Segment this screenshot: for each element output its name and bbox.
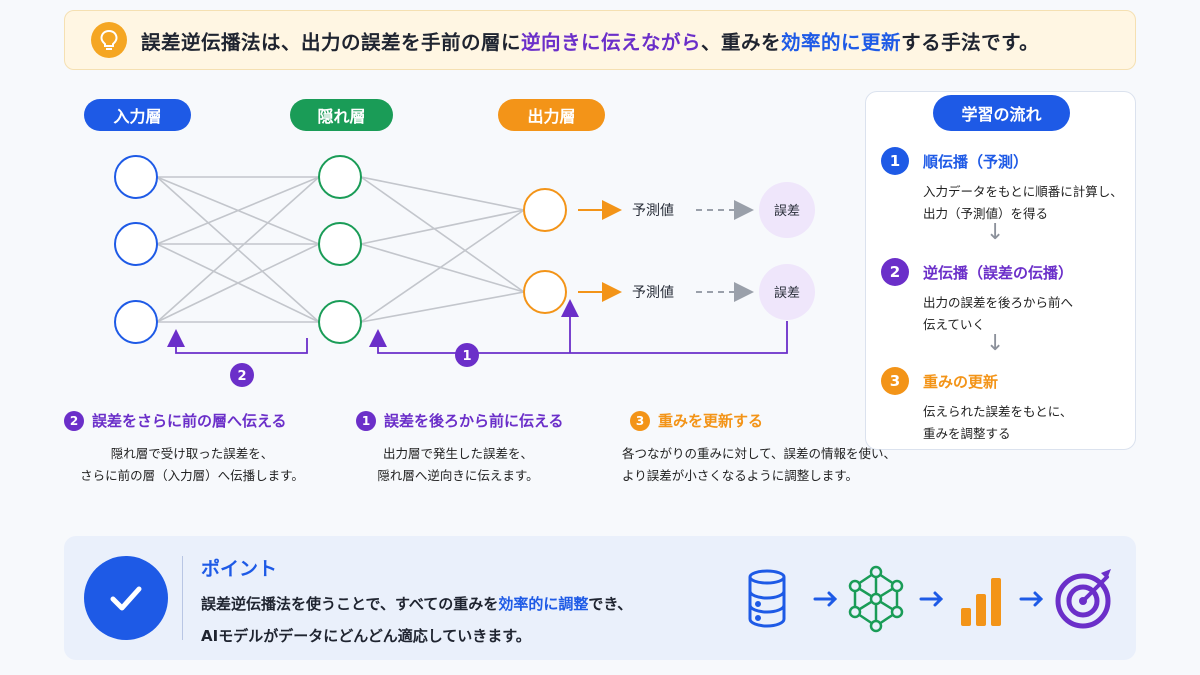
connection-line — [156, 176, 320, 323]
neural-network-diagram: 予測値 予測値 誤差 誤差 1 2 — [114, 155, 815, 387]
error-node — [759, 264, 815, 320]
point-text: 誤差逆伝播法を使うことで、すべての重みを効率的に調整でき、 AIモデルがデータに… — [201, 595, 633, 645]
input-layer-label: 入力層 — [84, 99, 191, 131]
arrow-down-icon: ↓ — [986, 220, 1005, 245]
step-title: 重みの更新 — [923, 373, 999, 391]
arrow-right-icon — [813, 591, 838, 607]
step-badge: 2 — [64, 410, 84, 431]
input-neuron — [114, 300, 158, 344]
connection-line — [360, 176, 525, 293]
prediction-label: 予測値 — [632, 203, 674, 219]
explanation-propagate-to-input: 2 誤差をさらに前の層へ伝える 隠れ層で受け取った誤差を、 さらに前の層（入力層）… — [64, 410, 320, 487]
connection-line — [156, 243, 320, 323]
step-description: 入力データをもとに順番に計算し、 出力（予測値）を得る — [923, 184, 1123, 221]
input-neuron — [114, 222, 158, 266]
explanation-title: 誤差を後ろから前に伝える — [384, 412, 564, 430]
connection-line — [360, 243, 525, 293]
hidden-neuron — [318, 155, 362, 199]
target-icon — [1055, 569, 1111, 629]
step-number: 1 — [881, 147, 909, 175]
step-badge-1 — [455, 343, 479, 367]
point-box: ポイント 誤差逆伝播法を使うことで、すべての重みを効率的に調整でき、 AIモデル… — [64, 536, 1136, 660]
point-title: ポイント — [201, 558, 278, 580]
explanation-body: 出力層で発生した誤差を、 隠れ層へ逆向きに伝えます。 — [377, 446, 539, 483]
connection-line — [360, 176, 525, 211]
output-layer-label: 出力層 — [498, 99, 605, 131]
explanation-propagate-to-hidden: 1 誤差を後ろから前に伝える 出力層で発生した誤差を、 隠れ層へ逆向きに伝えます。 — [356, 410, 564, 487]
error-node — [759, 182, 815, 238]
step-badge-1-number: 1 — [462, 349, 471, 364]
banner-text: 誤差逆伝播法は、出力の誤差を手前の層に逆向きに伝えながら、重みを効率的に更新する… — [141, 30, 1040, 54]
explanation-body: 各つながりの重みに対して、誤差の情報を使い、 より誤差が小さくなるように調整しま… — [622, 446, 897, 483]
step-title: 順伝播（予測） — [923, 153, 1029, 171]
output-neuron — [523, 188, 567, 232]
learning-flow-panel: 学習の流れ 1 順伝播（予測） 入力データをもとに順番に計算し、 出力（予測値）… — [865, 91, 1136, 450]
explanation-body: 隠れ層で受け取った誤差を、 さらに前の層（入力層）へ伝播します。 — [80, 446, 304, 483]
hidden-neuron — [318, 300, 362, 344]
database-icon — [748, 569, 786, 628]
step-description: 出力の誤差を後ろから前へ 伝えていく — [923, 295, 1074, 332]
error-label: 誤差 — [774, 203, 800, 219]
error-label: 誤差 — [774, 285, 800, 301]
arrow-right-icon — [919, 591, 944, 607]
checkmark-icon — [84, 556, 168, 640]
lightbulb-icon — [91, 22, 127, 58]
step-number: 3 — [881, 367, 909, 395]
connection-line — [360, 209, 525, 323]
connection-line — [360, 209, 525, 245]
step-badge-2-number: 2 — [237, 369, 246, 384]
network-icon — [848, 565, 904, 633]
step-description: 伝えられた誤差をもとに、 重みを調整する — [923, 404, 1073, 441]
prediction-label: 予測値 — [632, 285, 674, 301]
explanation-update-weights: 3 重みを更新する 各つながりの重みに対して、誤差の情報を使い、 より誤差が小さく… — [616, 410, 896, 487]
step-title: 逆伝播（誤差の伝播） — [923, 264, 1074, 282]
summary-banner: 誤差逆伝播法は、出力の誤差を手前の層に逆向きに伝えながら、重みを効率的に更新する… — [64, 10, 1136, 70]
explanation-title: 誤差をさらに前の層へ伝える — [92, 412, 287, 430]
output-neuron — [523, 270, 567, 314]
hidden-layer-label: 隠れ層 — [290, 99, 393, 131]
step-badge: 3 — [630, 410, 650, 431]
arrow-right-icon — [1019, 591, 1044, 607]
step-badge: 1 — [356, 410, 376, 431]
step-number: 2 — [881, 258, 909, 286]
connections — [156, 176, 525, 323]
backprop-arrow-1 — [369, 321, 788, 354]
step-badge-2 — [230, 363, 254, 387]
connection-line — [360, 291, 525, 323]
divider — [182, 556, 183, 640]
hidden-neuron — [318, 222, 362, 266]
bar-chart-icon — [961, 578, 1001, 626]
input-neuron — [114, 155, 158, 199]
backprop-arrow-2 — [167, 329, 308, 354]
connection-line — [156, 176, 320, 245]
neurons — [114, 155, 567, 344]
flow-title: 学習の流れ — [933, 95, 1070, 131]
pipeline-icons — [748, 565, 1111, 633]
explanation-title: 重みを更新する — [658, 412, 764, 430]
arrow-down-icon: ↓ — [986, 331, 1005, 356]
